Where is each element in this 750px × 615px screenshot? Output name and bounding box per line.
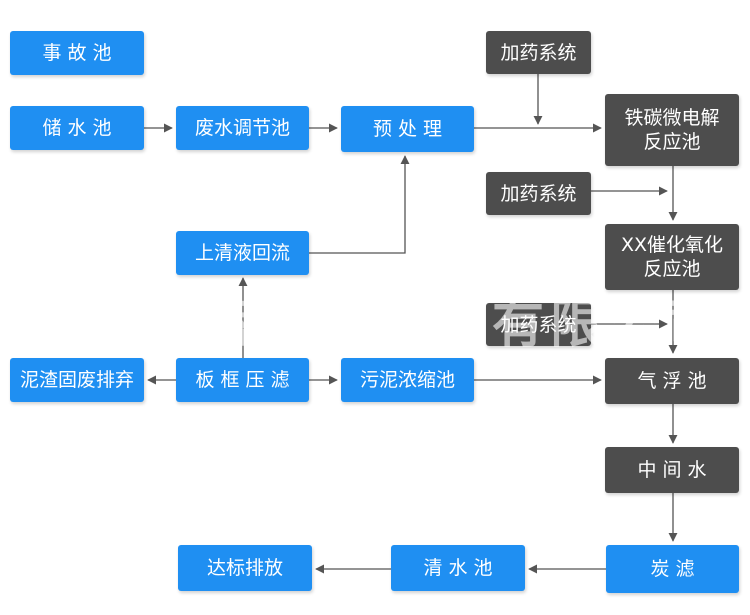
fe-c-reactor-box: 铁碳微电解 反应池 [605, 94, 739, 166]
accident-pool-box: 事 故 池 [10, 31, 144, 75]
dosing-system-1-box: 加药系统 [486, 31, 591, 74]
clear-water-pool-box: 清 水 池 [391, 545, 525, 591]
arrow-supernatant-to-pretreatment [309, 155, 410, 254]
air-flotation-label: 气 浮 池 [637, 370, 707, 392]
dosing-system-3-label: 加药系统 [500, 313, 577, 336]
dosing-system-2-label: 加药系统 [500, 182, 577, 205]
dosing-system-3-box: 加药系统 [486, 303, 591, 346]
sludge-discharge-label: 泥渣固废排弃 [19, 369, 134, 391]
air-flotation-box: 气 浮 池 [605, 358, 739, 404]
carbon-filter-box: 炭 滤 [606, 545, 739, 593]
supernatant-return-box: 上清液回流 [176, 231, 309, 275]
sludge-discharge-box: 泥渣固废排弃 [10, 358, 144, 402]
intermediate-water-label: 中 间 水 [637, 459, 707, 481]
pretreatment-box: 预 处 理 [341, 106, 474, 152]
equalization-pool-label: 废水调节池 [194, 117, 290, 139]
plate-filter-box: 板 框 压 滤 [176, 358, 309, 402]
storage-pool-box: 储 水 池 [10, 106, 144, 150]
carbon-filter-label: 炭 滤 [650, 558, 695, 580]
xx-oxidation-reactor-box: XX催化氧化 反应池 [605, 224, 739, 290]
storage-pool-label: 储 水 池 [42, 117, 112, 139]
plate-filter-label: 板 框 压 滤 [195, 369, 290, 391]
sludge-thickener-box: 污泥浓缩池 [341, 358, 474, 402]
clear-water-pool-label: 清 水 池 [423, 557, 493, 579]
dosing-system-2-box: 加药系统 [486, 172, 591, 215]
discharge-standard-box: 达标排放 [178, 545, 312, 591]
supernatant-return-label: 上清液回流 [194, 242, 290, 264]
equalization-pool-box: 废水调节池 [176, 106, 309, 150]
fe-c-reactor-label: 铁碳微电解 反应池 [624, 107, 720, 153]
dosing-system-1-label: 加药系统 [500, 41, 577, 64]
discharge-standard-label: 达标排放 [206, 557, 283, 579]
accident-pool-label: 事 故 池 [42, 42, 112, 64]
intermediate-water-box: 中 间 水 [605, 447, 739, 493]
sludge-thickener-label: 污泥浓缩池 [359, 369, 455, 391]
pretreatment-label: 预 处 理 [372, 118, 443, 140]
xx-oxidation-reactor-label: XX催化氧化 反应池 [620, 234, 724, 280]
